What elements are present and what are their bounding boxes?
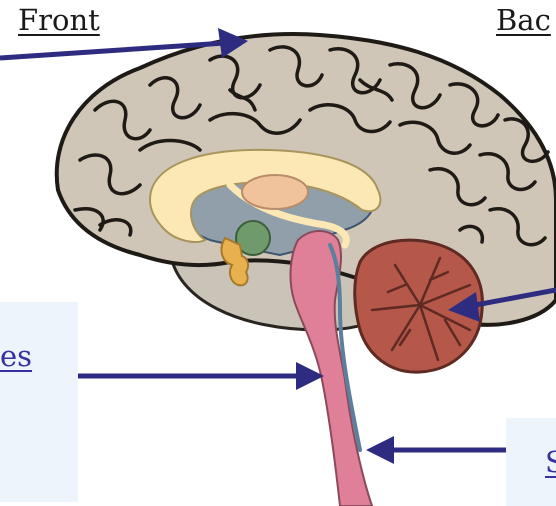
fourth-ventricle bbox=[328, 243, 362, 452]
arrow-left-icon bbox=[448, 287, 556, 322]
thalamus bbox=[241, 174, 309, 210]
green-body bbox=[235, 220, 271, 256]
back-label: Bac bbox=[496, 3, 551, 37]
bottom-right-label-box bbox=[506, 418, 556, 506]
bottom-right-structure-link[interactable]: S bbox=[545, 445, 556, 479]
left-label-box bbox=[0, 302, 78, 502]
cerebellum-folia bbox=[370, 256, 472, 362]
left-structure-link[interactable]: es bbox=[0, 339, 33, 373]
arrow-right-icon bbox=[78, 362, 324, 390]
pituitary bbox=[220, 236, 250, 287]
front-label: Front bbox=[18, 3, 100, 37]
arrow-right-icon bbox=[0, 28, 248, 61]
gyri-folds bbox=[73, 45, 550, 247]
corpus-callosum bbox=[148, 148, 382, 243]
brainstem bbox=[289, 230, 374, 506]
